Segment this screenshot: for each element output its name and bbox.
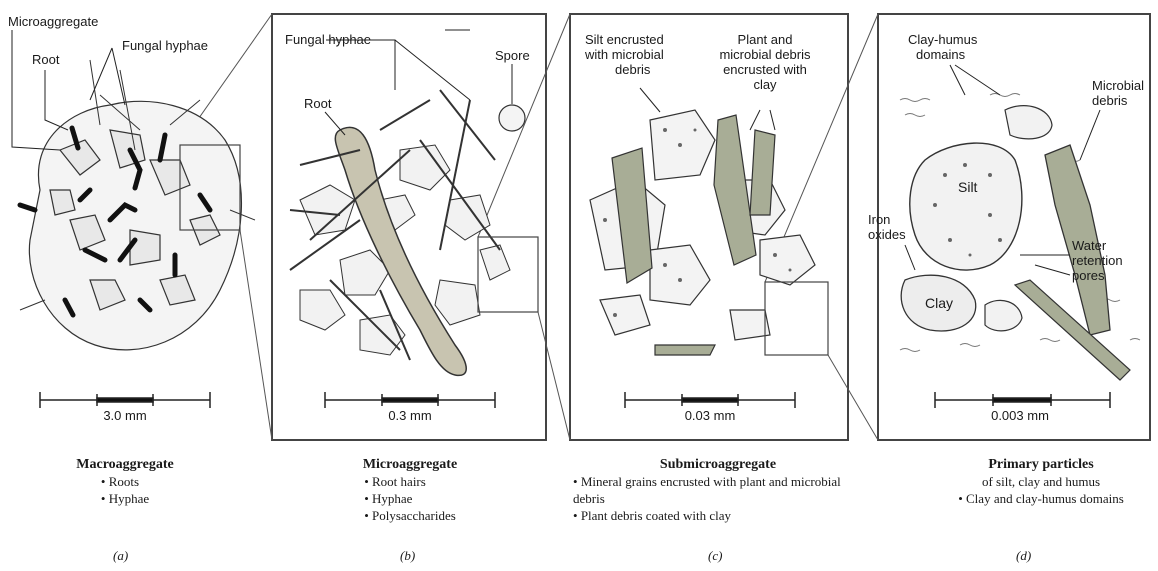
- panel-letter-a: (a): [113, 548, 128, 564]
- caption-a-item: Hyphae: [101, 490, 149, 507]
- label-fungal-hyphae-b: Fungal hyphae: [285, 32, 371, 47]
- caption-d-item: Clay and clay-humus domains: [958, 490, 1124, 507]
- caption-b-item: Root hairs: [364, 473, 456, 490]
- caption-c: Submicroaggregate Mineral grains encrust…: [568, 456, 868, 524]
- label-iron-line: Iron: [868, 212, 906, 227]
- caption-b-item: Polysaccharides: [364, 507, 456, 524]
- small-grain: [1005, 106, 1052, 139]
- label-fungal-hyphae: Fungal hyphae: [122, 38, 208, 53]
- caption-b: Microaggregate Root hairs Hyphae Polysac…: [315, 456, 505, 524]
- label-silt-encrusted: Silt encrusted with microbial debris: [585, 32, 664, 77]
- caption-d-subtitle: of silt, clay and humus: [928, 473, 1154, 490]
- scale-bars: [40, 392, 1110, 408]
- label-spore: Spore: [495, 48, 530, 63]
- label-water-line: retention: [1072, 253, 1123, 268]
- panel-letter-b: (b): [400, 548, 415, 564]
- panel-letter-c: (c): [708, 548, 722, 564]
- caption-d-list: Clay and clay-humus domains: [958, 490, 1124, 507]
- label-microbial-debris: Microbial debris: [1092, 78, 1144, 108]
- caption-a-list: Roots Hyphae: [101, 473, 149, 507]
- label-microbial-line: Microbial: [1092, 78, 1144, 93]
- scale-label-b: 0.3 mm: [350, 408, 470, 423]
- scale-label-c: 0.03 mm: [650, 408, 770, 423]
- label-plant-line: microbial debris: [700, 47, 830, 62]
- spore-shape: [499, 105, 525, 131]
- label-water-line: pores: [1072, 268, 1123, 283]
- panel-letter-d: (d): [1016, 548, 1031, 564]
- debris-fragment: [1015, 280, 1130, 380]
- macroaggregate-drawing: [29, 101, 241, 350]
- label-plant-line: Plant and: [700, 32, 830, 47]
- label-clay-humus-line: domains: [908, 47, 977, 62]
- label-iron-line: oxides: [868, 227, 906, 242]
- caption-b-title: Microaggregate: [315, 456, 505, 473]
- label-plant-microbial-debris: Plant and microbial debris encrusted wit…: [700, 32, 830, 92]
- caption-d-title: Primary particles: [928, 456, 1154, 473]
- caption-a: Macroaggregate Roots Hyphae: [30, 456, 220, 507]
- caption-d: Primary particles of silt, clay and humu…: [928, 456, 1154, 507]
- submicroaggregate-zoom-box: [765, 282, 828, 355]
- label-iron-oxides: Iron oxides: [868, 212, 906, 242]
- small-grain-2: [985, 300, 1022, 331]
- silt-particle: [910, 143, 1022, 270]
- label-silt-encrusted-line: Silt encrusted: [585, 32, 664, 47]
- label-clay: Clay: [925, 296, 953, 311]
- label-water-line: Water: [1072, 238, 1123, 253]
- label-water-retention-pores: Water retention pores: [1072, 238, 1123, 283]
- caption-c-item: Mineral grains encrusted with plant and …: [573, 473, 863, 507]
- label-silt-encrusted-line: debris: [585, 62, 664, 77]
- label-plant-line: encrusted with: [700, 62, 830, 77]
- label-root: Root: [32, 52, 59, 67]
- caption-b-item: Hyphae: [364, 490, 456, 507]
- scale-label-d: 0.003 mm: [960, 408, 1080, 423]
- label-root-b: Root: [304, 96, 331, 111]
- label-silt-encrusted-line: with microbial: [585, 47, 664, 62]
- caption-c-title: Submicroaggregate: [568, 456, 868, 473]
- label-plant-line: clay: [700, 77, 830, 92]
- caption-a-item: Roots: [101, 473, 149, 490]
- label-clay-humus-line: Clay-humus: [908, 32, 977, 47]
- scale-label-a: 3.0 mm: [65, 408, 185, 423]
- label-clay-humus-domains: Clay-humus domains: [908, 32, 977, 62]
- caption-c-list: Mineral grains encrusted with plant and …: [573, 473, 863, 524]
- label-silt: Silt: [958, 180, 977, 195]
- caption-c-item: Plant debris coated with clay: [573, 507, 863, 524]
- caption-a-title: Macroaggregate: [30, 456, 220, 473]
- label-microaggregate: Microaggregate: [8, 14, 98, 29]
- label-microbial-line: debris: [1092, 93, 1144, 108]
- caption-b-list: Root hairs Hyphae Polysaccharides: [364, 473, 456, 524]
